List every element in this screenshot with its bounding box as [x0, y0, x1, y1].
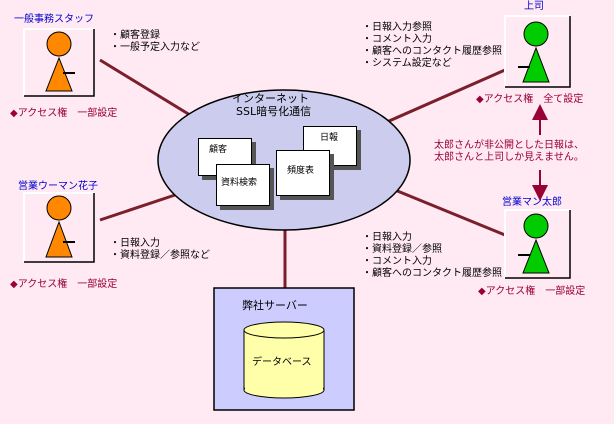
doc-label: 資料検索	[221, 178, 258, 188]
doc-frequency-table: 頻度表	[276, 150, 330, 196]
person-head-icon	[523, 21, 549, 47]
task-item: ・日報入力参照	[362, 22, 432, 33]
task-item: ・資料登録／参照など	[110, 250, 210, 261]
line-man-internet	[394, 188, 506, 237]
note-line: 太郎さんが非公開とした日報は、	[434, 140, 584, 151]
line-woman-internet	[99, 193, 176, 222]
doc-label: 顧客	[209, 145, 228, 155]
access-sales-woman: ◆アクセス権 一部設定	[10, 279, 118, 290]
task-item: ・顧客登録	[110, 30, 160, 41]
ssl-label: SSL暗号化通信	[236, 105, 312, 118]
person-head-icon	[46, 195, 72, 221]
role-sales-man: 営業マン太郎	[502, 197, 562, 208]
task-item: ・日報入力	[110, 238, 160, 249]
privacy-note: 太郎さんが非公開とした日報は、 太郎さんと上司しか見えません。	[434, 140, 584, 164]
internet-title: インターネット	[232, 92, 309, 105]
access-boss: ◆アクセス権 全て設定	[476, 94, 584, 105]
task-list-sales-woman: ・日報入力 ・資料登録／参照など	[110, 238, 210, 262]
person-body-icon	[45, 220, 73, 258]
task-item: ・一般予定入力など	[110, 42, 200, 53]
figure-frame-boss	[504, 15, 571, 88]
person-head-icon	[523, 213, 549, 239]
database-label: データベース	[252, 357, 312, 368]
task-list-sales-man: ・日報入力 ・資料登録／参照 ・コメント入力 ・顧客へのコンタクト履歴参照	[362, 232, 502, 280]
person-body-icon	[522, 46, 550, 83]
task-item: ・コメント入力	[362, 34, 432, 45]
access-sales-man: ◆アクセス権 一部設定	[478, 286, 586, 297]
task-item: ・顧客へのコンタクト履歴参照	[362, 268, 502, 279]
line-staff-internet	[99, 58, 191, 117]
task-item: ・顧客へのコンタクト履歴参照	[362, 46, 502, 57]
person-body-icon	[45, 56, 73, 92]
task-item: ・資料登録／参照	[362, 244, 442, 255]
database-cylinder-icon	[243, 321, 325, 399]
line-boss-internet	[379, 68, 506, 127]
role-boss: 上司	[524, 1, 544, 12]
task-list-boss: ・日報入力参照 ・コメント入力 ・顧客へのコンタクト履歴参照 ・システム設定など	[362, 22, 502, 70]
role-general-staff: 一般事務スタッフ	[14, 14, 94, 25]
task-item: ・コメント入力	[362, 256, 432, 267]
role-sales-woman: 営業ウーマン花子	[18, 181, 98, 192]
figure-frame-sales-man	[504, 209, 571, 279]
figure-frame-general-staff	[23, 28, 95, 97]
server-title: 弊社サーバー	[242, 299, 308, 312]
figure-frame-sales-woman	[23, 192, 95, 263]
task-item: ・システム設定など	[362, 58, 452, 69]
connection-lines	[99, 58, 506, 288]
doc-document-search: 資料検索	[216, 164, 270, 206]
person-body-icon	[522, 238, 550, 274]
note-line: 太郎さんと上司しか見えません。	[434, 152, 584, 163]
doc-label: 頻度表	[287, 166, 315, 176]
person-head-icon	[46, 31, 72, 57]
doc-label: 日報	[320, 133, 339, 143]
task-list-general-staff: ・顧客登録 ・一般予定入力など	[110, 30, 200, 54]
task-item: ・日報入力	[362, 232, 412, 243]
access-general-staff: ◆アクセス権 一部設定	[10, 108, 118, 119]
